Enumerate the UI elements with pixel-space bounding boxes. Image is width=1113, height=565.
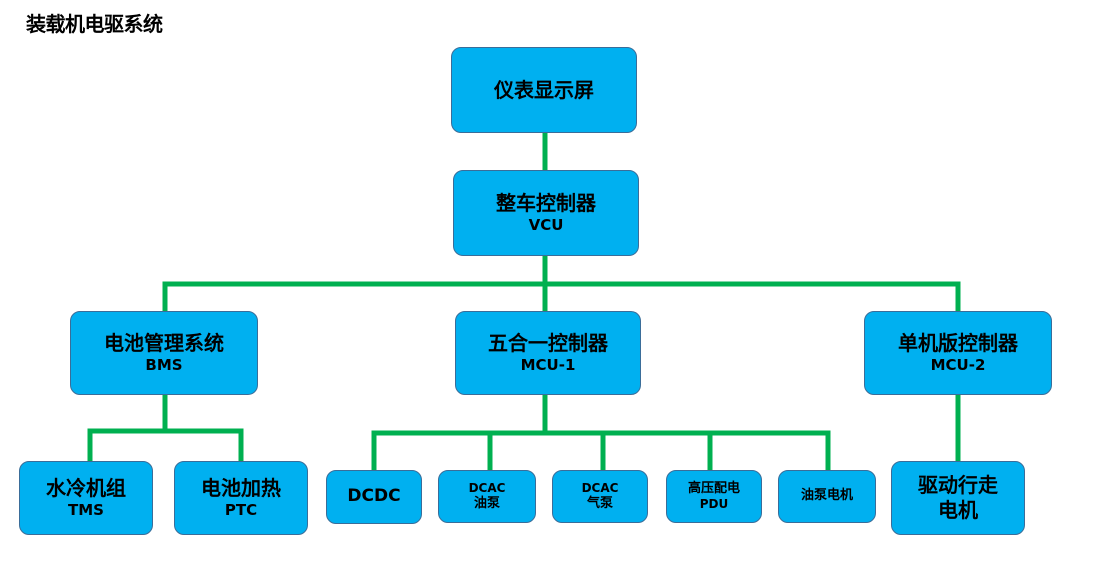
- node-dcdc: DCDC: [326, 470, 422, 524]
- node-drive-motor: 驱动行走 电机: [891, 461, 1025, 535]
- node-dashboard: 仪表显示屏: [451, 47, 637, 133]
- node-ptc: 电池加热 PTC: [174, 461, 308, 535]
- node-bms: 电池管理系统 BMS: [70, 311, 258, 395]
- node-dcac-air-pump: DCAC 气泵: [552, 470, 648, 523]
- node-tms: 水冷机组 TMS: [19, 461, 153, 535]
- node-mcu1: 五合一控制器 MCU-1: [455, 311, 641, 395]
- node-pdu: 高压配电 PDU: [666, 470, 762, 523]
- diagram-title: 装载机电驱系统: [26, 12, 163, 36]
- node-mcu2: 单机版控制器 MCU-2: [864, 311, 1052, 395]
- node-oil-pump-motor: 油泵电机: [778, 470, 876, 523]
- node-vcu: 整车控制器 VCU: [453, 170, 639, 256]
- node-dcac-oil-pump: DCAC 油泵: [438, 470, 536, 523]
